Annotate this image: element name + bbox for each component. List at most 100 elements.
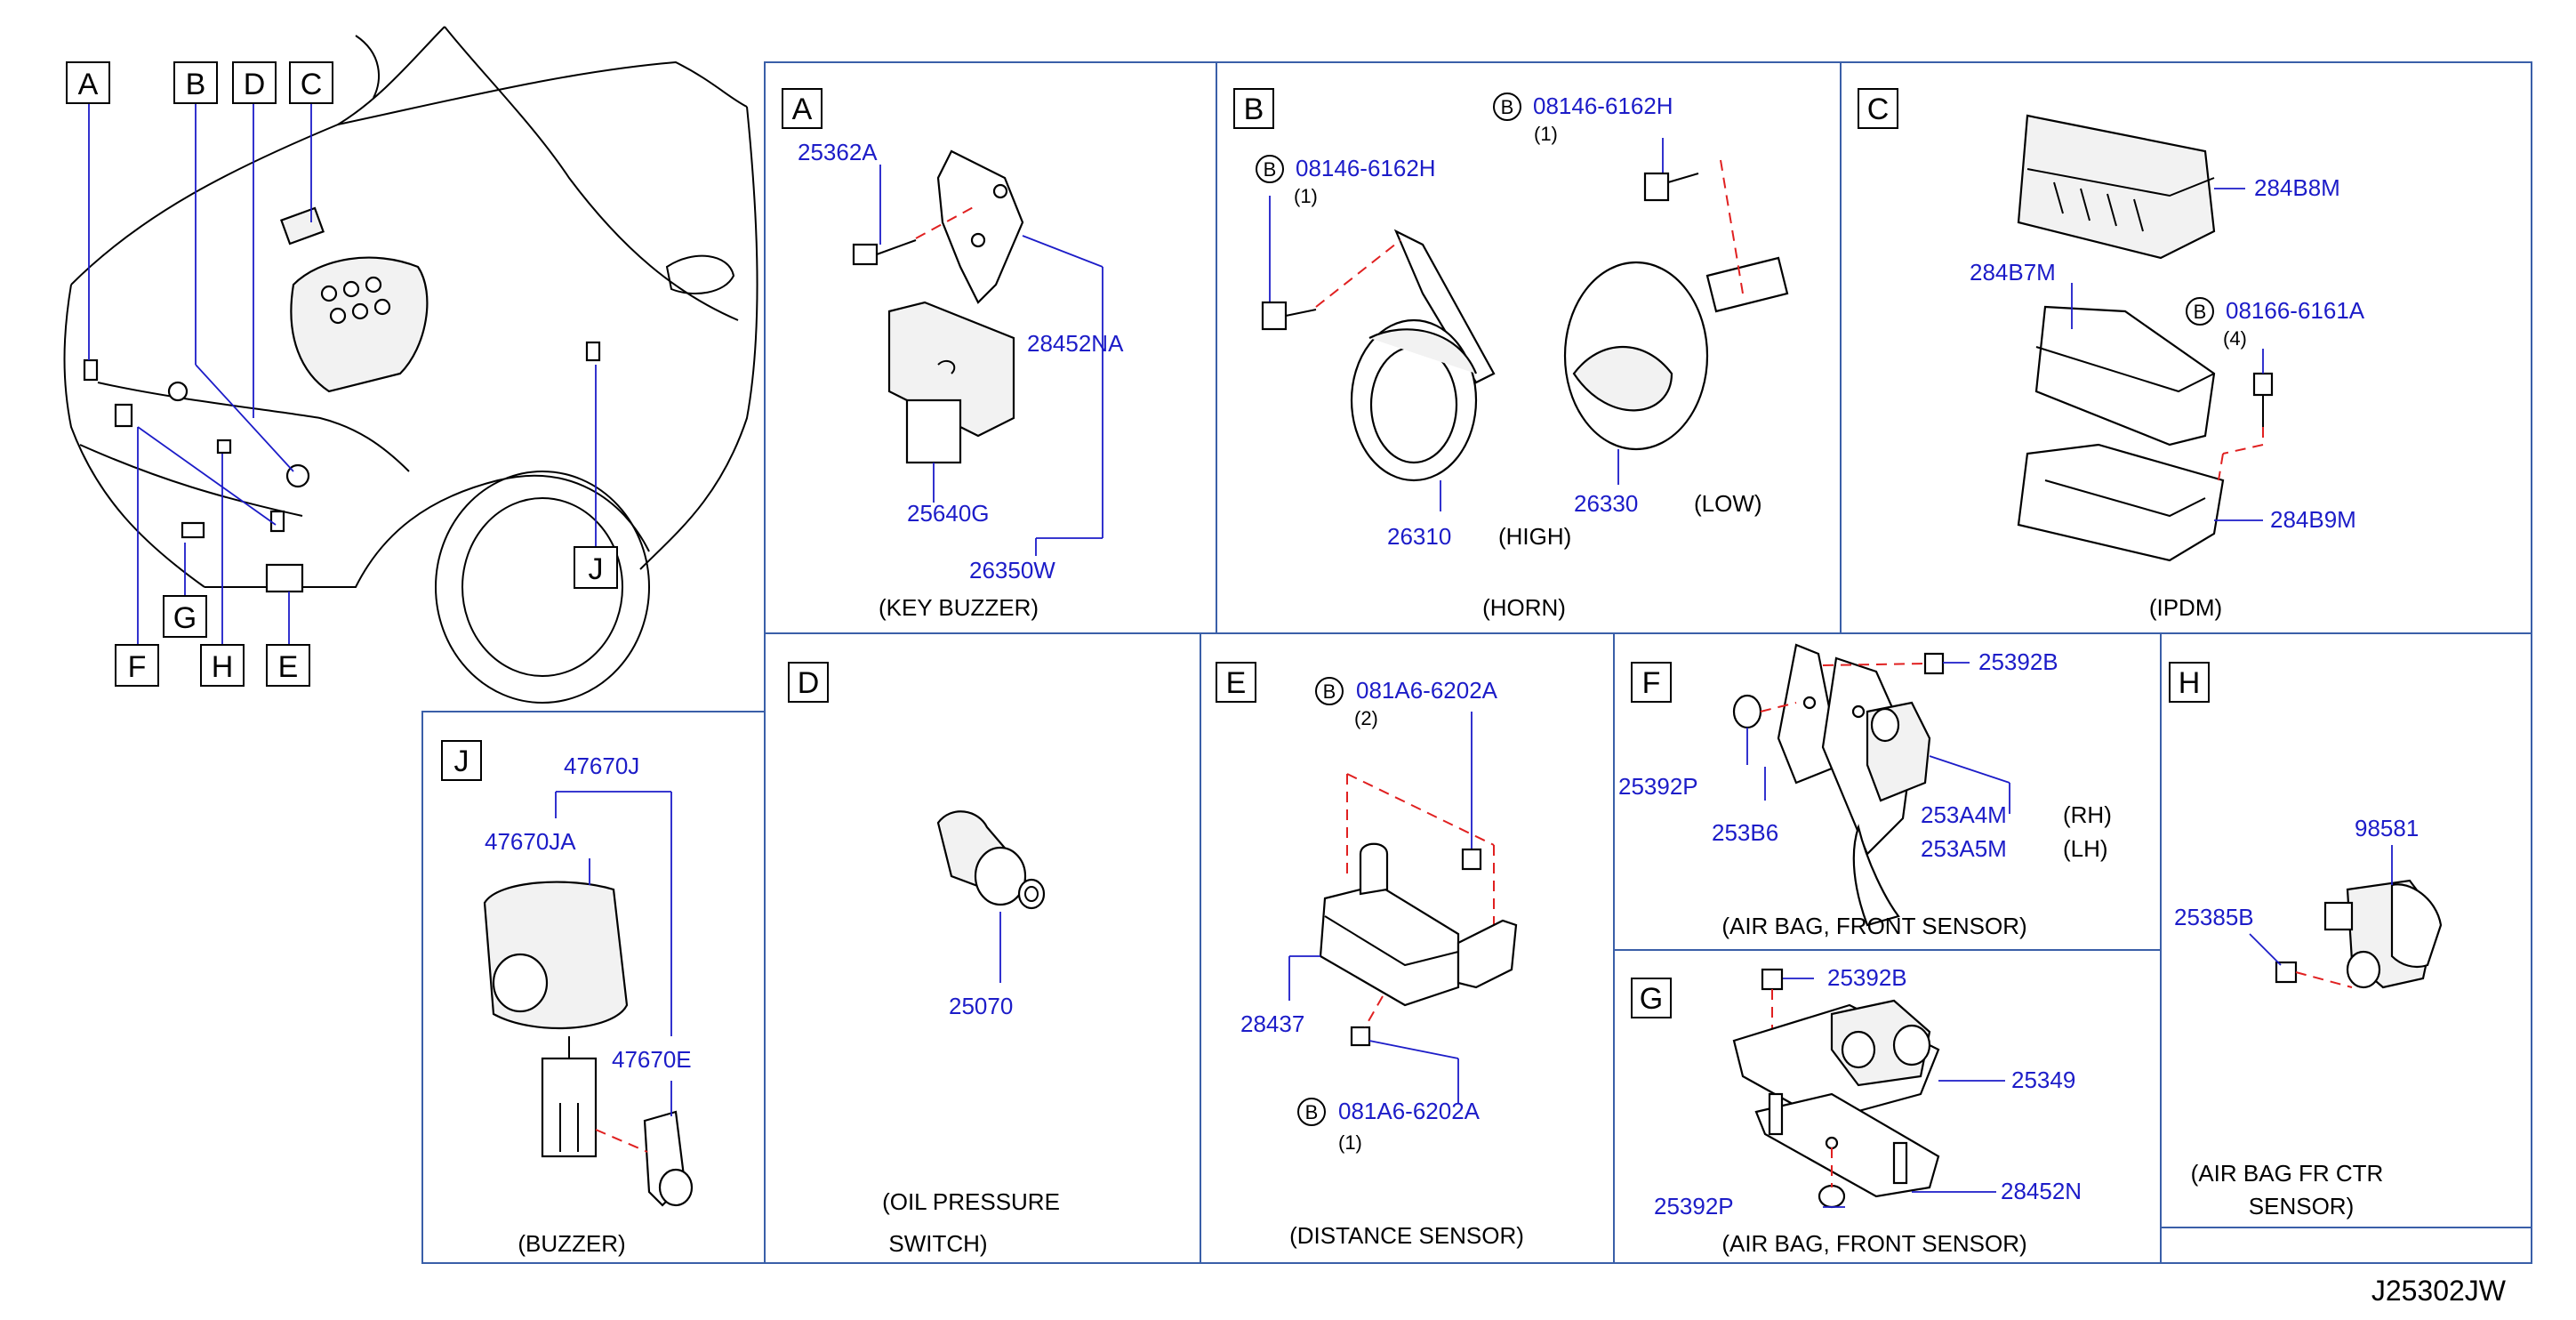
panel-B: B B 08146-6162H (1) B 08146-6162H (1) <box>1233 88 1789 621</box>
car-overview-illustration <box>63 26 758 704</box>
note-lh: (LH) <box>2063 835 2108 862</box>
callout-C-label: C <box>301 68 323 101</box>
pn-26310: 26310 <box>1387 523 1451 550</box>
pn-25349: 25349 <box>2011 1066 2075 1093</box>
pn-25640G: 25640G <box>907 500 990 527</box>
panel-G: G 25392B 25349 25392P 28452N (AIR BAG, F… <box>1631 964 2082 1257</box>
caption-horn: (HORN) <box>1482 594 1566 621</box>
callout-J-label: J <box>589 552 604 586</box>
pn-081A6-6202A-top: 081A6-6202A <box>1356 677 1498 704</box>
pn-253B6: 253B6 <box>1712 819 1778 846</box>
caption-ctr-sensor-line1: (AIR BAG FR CTR <box>2191 1160 2384 1187</box>
pn-25392P-g: 25392P <box>1654 1193 1734 1219</box>
distance-sensor-unit <box>1319 842 1518 1007</box>
bolt-mark-b-left: B <box>1264 158 1277 181</box>
qty-left: (1) <box>1294 185 1318 207</box>
panel-J: J 47670J 47670JA 47670E (BUZZER) <box>441 740 694 1257</box>
caption-ipdm: (IPDM) <box>2149 594 2222 621</box>
qty-e-bottom: (1) <box>1338 1131 1362 1154</box>
pn-25070: 25070 <box>949 993 1013 1019</box>
callout-F: F <box>115 644 159 687</box>
oil-pressure-switch <box>936 810 1046 910</box>
pn-28452N: 28452N <box>2001 1178 2082 1204</box>
front-sensor-base-plate <box>1754 1092 1940 1198</box>
pn-25392P-f: 25392P <box>1618 773 1698 800</box>
key-buzzer-unit <box>887 301 1015 464</box>
panel-H-letter: H <box>2179 666 2201 700</box>
pn-08146-6162H-left: 08146-6162H <box>1296 155 1436 181</box>
callout-J: J <box>574 546 618 589</box>
horn-high <box>1261 229 1496 482</box>
ipdm-module <box>2034 305 2216 447</box>
pn-25392B-f: 25392B <box>1978 648 2058 675</box>
bolt-mark-c: B <box>2194 301 2207 323</box>
callout-G-label: G <box>173 601 197 635</box>
panel-D-letter: D <box>798 666 820 700</box>
pn-08146-6162H-right: 08146-6162H <box>1533 93 1673 119</box>
caption-front-sensor-f: (AIR BAG, FRONT SENSOR) <box>1721 913 2026 939</box>
caption-distance-sensor: (DISTANCE SENSOR) <box>1289 1222 1524 1249</box>
key-buzzer-bracket <box>936 149 1024 304</box>
pn-25392B-g: 25392B <box>1827 964 1907 991</box>
callout-F-label: F <box>128 650 147 684</box>
callout-E: E <box>266 644 310 687</box>
engine-cover <box>320 276 391 325</box>
bolt-mark-e-bottom: B <box>1305 1101 1319 1123</box>
caption-front-sensor-g: (AIR BAG, FRONT SENSOR) <box>1721 1230 2026 1257</box>
pn-253A5M: 253A5M <box>1921 835 2007 862</box>
buzzer-bracket <box>643 1110 694 1207</box>
caption-oil-pressure-line2: SWITCH) <box>888 1230 987 1257</box>
pn-081A6-6202A-bottom: 081A6-6202A <box>1338 1098 1481 1124</box>
note-rh: (RH) <box>2063 801 2112 828</box>
callout-E-label: E <box>278 650 299 684</box>
panel-frames <box>421 61 2532 1264</box>
pn-284B9M: 284B9M <box>2270 506 2356 533</box>
qty-c: (4) <box>2223 327 2247 350</box>
pn-253A4M: 253A4M <box>1921 801 2007 828</box>
pn-26330: 26330 <box>1574 490 1638 517</box>
panel-E-letter: E <box>1226 666 1247 700</box>
caption-oil-pressure-line1: (OIL PRESSURE <box>882 1188 1060 1215</box>
panel-G-letter: G <box>1640 982 1663 1016</box>
pn-28437: 28437 <box>1240 1010 1304 1037</box>
qty-e-top: (2) <box>1354 707 1378 729</box>
buzzer-unit <box>483 881 629 1158</box>
panel-E: E B 081A6-6202A (2) 28437 B 081A6-6202A … <box>1216 662 1524 1249</box>
note-high: (HIGH) <box>1498 523 1571 550</box>
panel-F-letter: F <box>1642 666 1661 700</box>
callout-H: H <box>200 644 245 687</box>
callout-D-label: D <box>244 68 266 101</box>
caption-key-buzzer: (KEY BUZZER) <box>879 594 1039 621</box>
key-buzzer-screw <box>852 239 917 266</box>
ipdm-lower-case <box>2017 443 2225 562</box>
pn-25362A: 25362A <box>798 139 878 165</box>
caption-ctr-sensor-line2: SENSOR) <box>2249 1193 2354 1219</box>
note-low: (LOW) <box>1694 490 1762 517</box>
callout-A-label: A <box>78 68 99 101</box>
panel-B-letter: B <box>1244 93 1264 126</box>
callout-B: B <box>173 61 218 104</box>
callout-G: G <box>163 595 207 638</box>
overview-leaders <box>88 102 597 645</box>
callout-B-label: B <box>186 68 206 101</box>
pn-284B7M: 284B7M <box>1970 259 2056 286</box>
horn-low <box>1563 172 1789 451</box>
pn-98581: 98581 <box>2355 815 2419 841</box>
panel-C-letter: C <box>1867 93 1890 126</box>
panel-J-letter: J <box>454 745 469 778</box>
caption-buzzer: (BUZZER) <box>518 1230 625 1257</box>
panel-A: A 25362A 28452NA 25640G 26350W (KEY BUZZ… <box>782 88 1124 621</box>
panel-D: D 25070 (OIL PRESSURE SWITCH) <box>788 662 1060 1257</box>
callout-D: D <box>232 61 277 104</box>
pn-26350W: 26350W <box>969 557 1055 584</box>
panel-A-letter: A <box>792 93 813 126</box>
panel-C: C B 08166-6161A (4) 284B8M 284B7M 284B9M… <box>1858 88 2365 621</box>
pn-25385B: 25385B <box>2174 904 2254 930</box>
pn-47670JA: 47670JA <box>485 828 576 855</box>
qty-right: (1) <box>1534 123 1558 145</box>
pn-284B8M: 284B8M <box>2254 174 2340 201</box>
callout-C: C <box>289 61 333 104</box>
bolt-mark-e-top: B <box>1323 680 1336 703</box>
front-sensor-plate <box>1732 999 1940 1123</box>
callout-A: A <box>66 61 110 104</box>
